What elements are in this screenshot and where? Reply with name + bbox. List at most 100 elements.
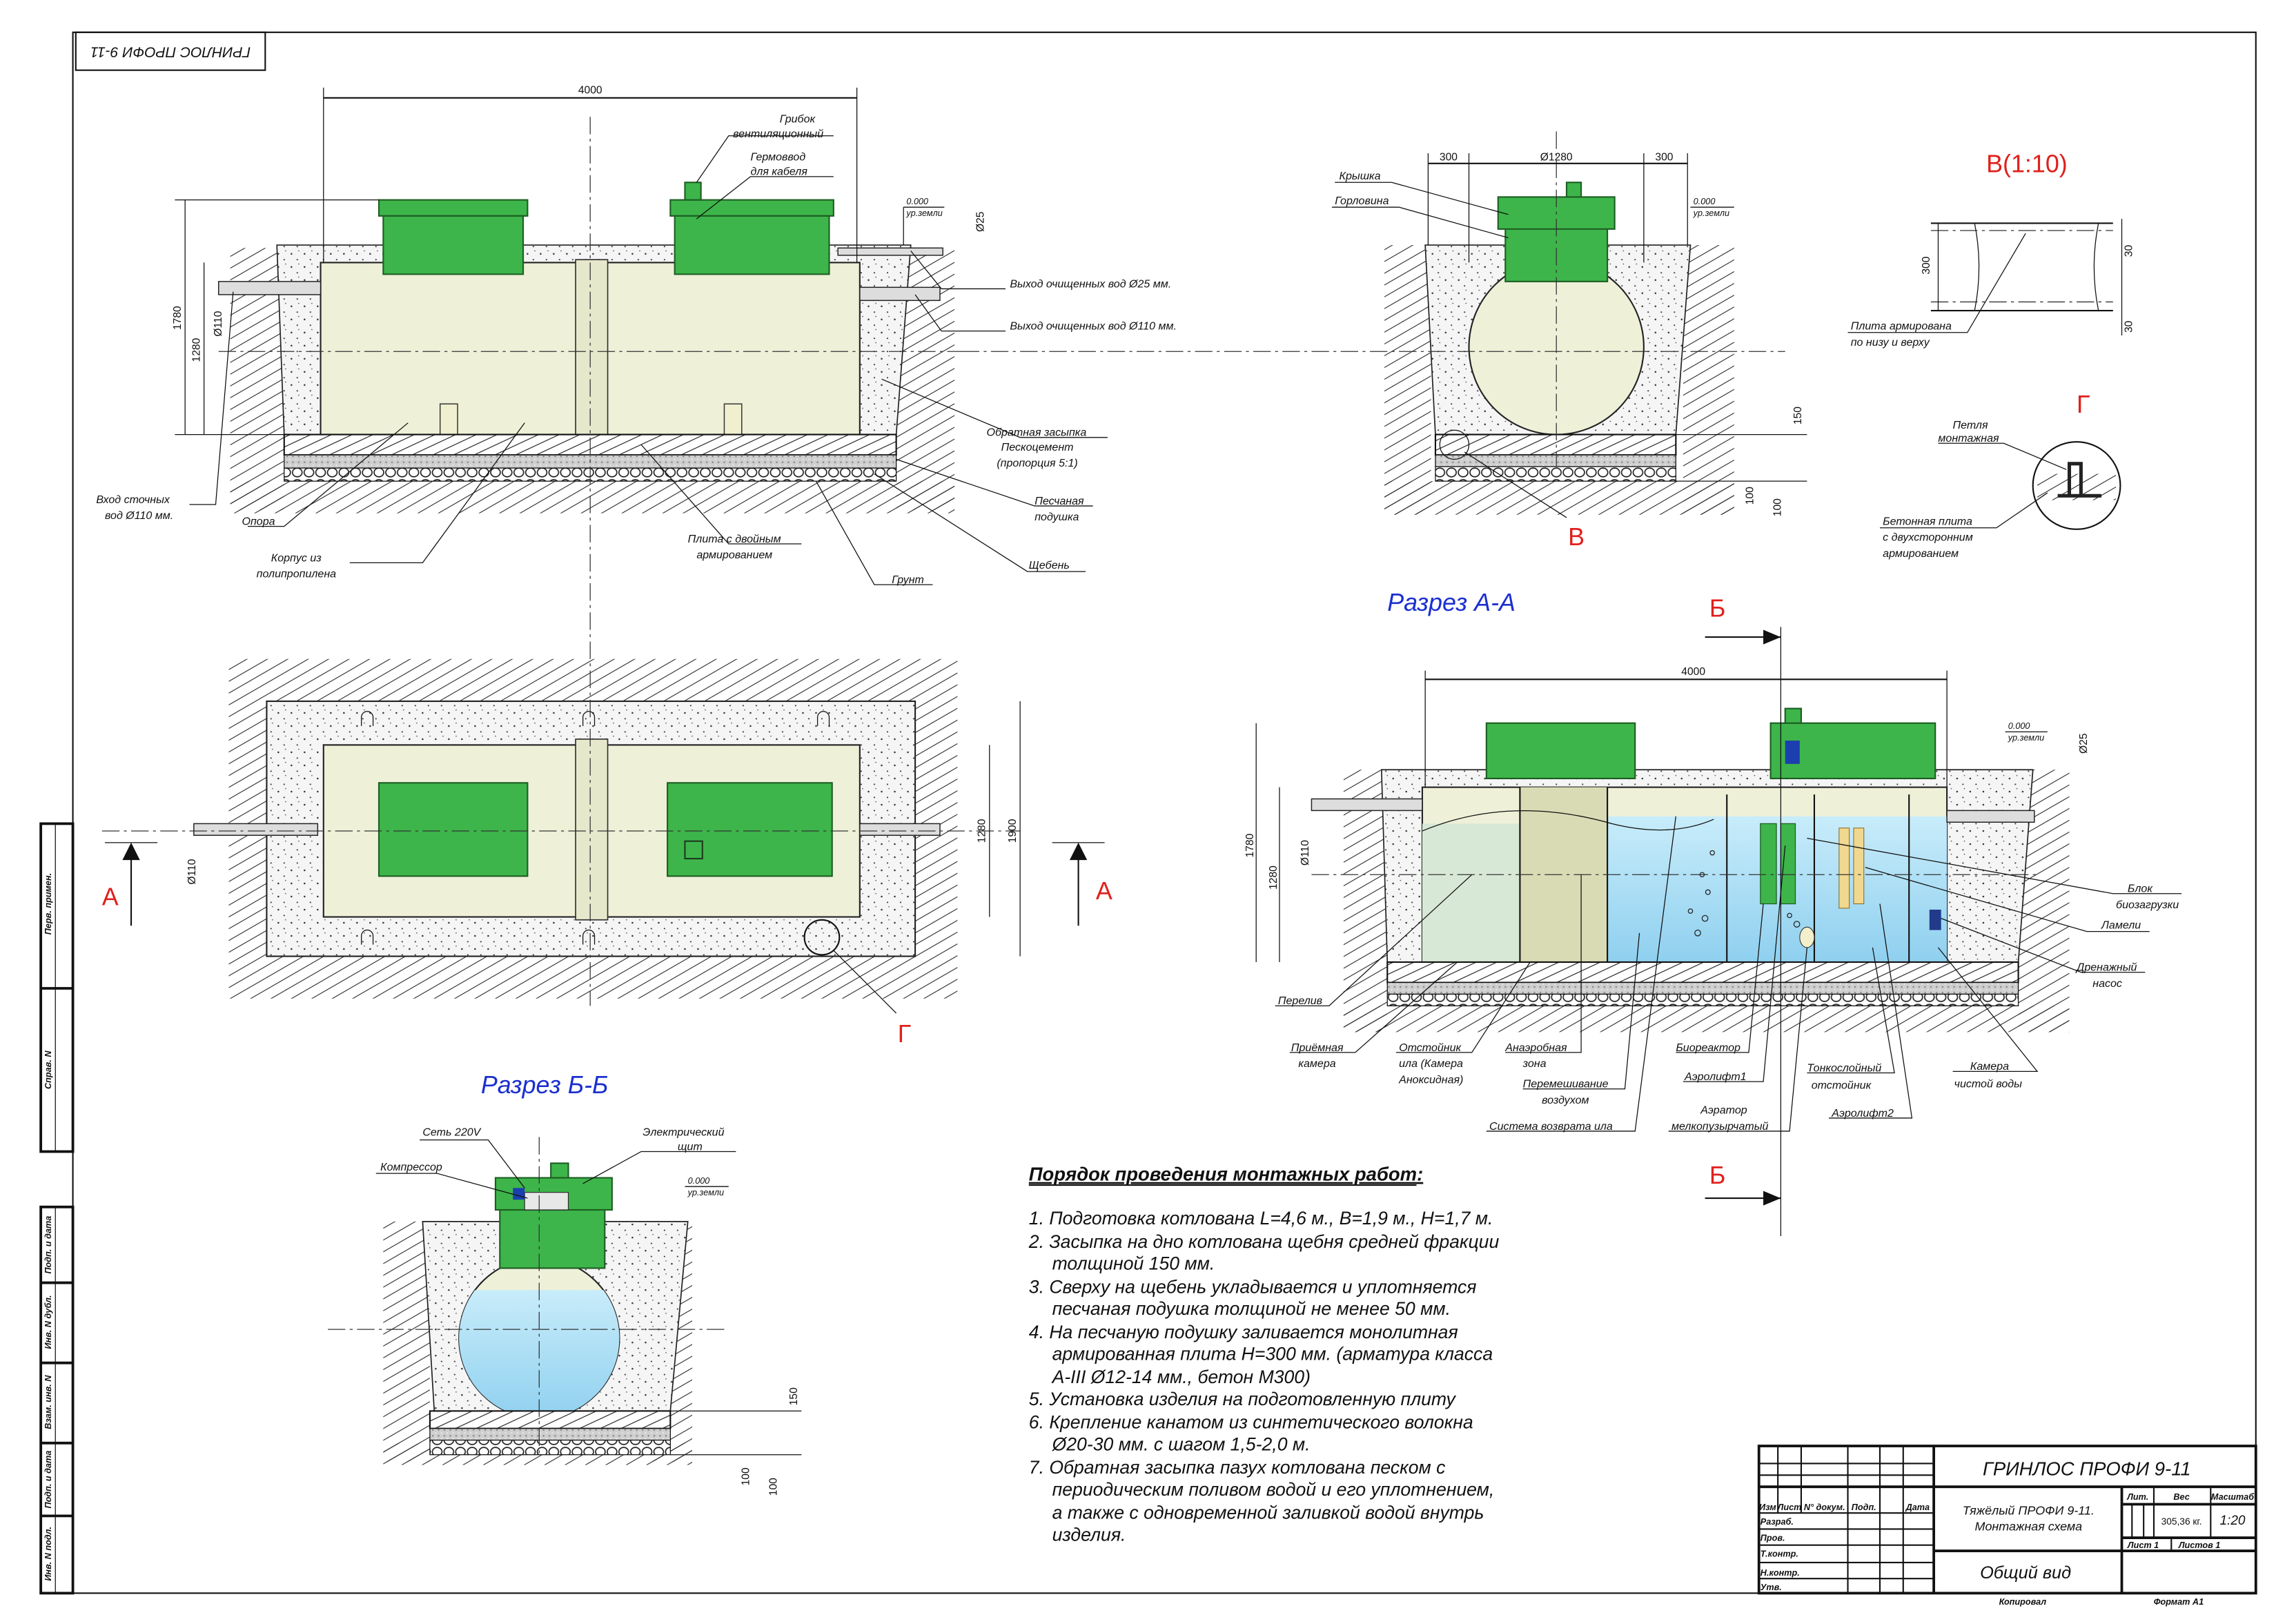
process-section-view: 4000 1780 1280 Ø110 Ø25 0.000 ур.земли Б… — [1244, 595, 2182, 1236]
process-labels-bioreactor-label: Биореактор — [1676, 1041, 1740, 1054]
process-ground_level-label: 0.000 — [2008, 721, 2030, 731]
process-labels-pump_1-label: Дренажный — [2075, 961, 2137, 974]
view_side-labels-gravel-label: Щебень — [1029, 559, 1070, 571]
title_block-roles-4-label: Утв. — [1761, 1583, 1782, 1592]
title_block-weight-label: 305,36 кг. — [2161, 1516, 2202, 1527]
section_aa-lid-label: Крышка — [1340, 170, 1381, 182]
support — [723, 403, 743, 436]
title_block-roles-1-label: Пров. — [1761, 1533, 1785, 1543]
detail-v: В(1:10) 300 30 30 Плита армирована по ни… — [1847, 150, 2135, 349]
view_side-ground_level-label: 0.000 — [906, 197, 928, 206]
process-labels-clean_2-label: чистой воды — [1954, 1078, 2022, 1090]
process-labels-clean_1-label: Камера — [1970, 1060, 2009, 1073]
bioreactor-water — [1607, 816, 1948, 962]
view_side-labels-out25-label: Выход очищенных вод Ø25 мм. — [1010, 277, 1171, 290]
detail_v-label_1-label: Плита армирована — [1851, 320, 1952, 333]
section_bb-panel_1-label: Электрический — [643, 1126, 724, 1138]
process-labels-thin_1-label: Тонкослойный — [1807, 1062, 1881, 1074]
plan-section_mark_right-label: А — [1096, 877, 1112, 905]
detail-g-marker — [803, 919, 841, 956]
lamels — [1838, 828, 1850, 909]
detail_v-dim_30b-label: 30 — [2123, 320, 2135, 333]
vent-mushroom-icon — [1565, 182, 1582, 198]
vent-mushroom-icon — [684, 182, 702, 201]
view_side-labels-inlet_2-label: вод Ø110 мм. — [105, 509, 173, 522]
view_side-labels-inlet_1-label: Вход сточных — [96, 493, 170, 506]
side-strip: Перв. примен. Справ. N Подп. и дата Инв.… — [39, 822, 75, 1595]
title_block-doc_1-label: Тяжёлый ПРОФИ 9-11. — [1963, 1503, 2095, 1517]
view_side-dim_outlet-label: Ø25 — [974, 211, 986, 232]
detail_v-dim_30a-label: 30 — [2123, 245, 2135, 257]
instructions-lines-14-label: изделия. — [1052, 1524, 1126, 1545]
process-mark_bottom-label: Б — [1709, 1162, 1726, 1189]
section_aa-dim_left-label: 300 — [1440, 152, 1458, 164]
detail_v-dim_300-label: 300 — [1921, 256, 1932, 274]
title_block-h_lit-label: Лит. — [2126, 1492, 2148, 1502]
section_aa-title-label: Разрез А-А — [1387, 589, 1516, 616]
detail_g-loop_2-label: монтажная — [1938, 432, 1999, 444]
title_block-cols-3-label: Подп. — [1852, 1503, 1876, 1512]
electric-panel-icon — [513, 1188, 525, 1200]
section_aa-dim_diam-label: Ø1280 — [1540, 152, 1573, 164]
section_bb-dim_100b-label: 100 — [767, 1478, 779, 1496]
lid-plan — [667, 782, 833, 877]
side_strip-3-label: Инв. N дубл. — [43, 1295, 53, 1349]
view_side-labels-sand_2-label: подушка — [1034, 511, 1079, 523]
sheet-stamp: ГРИНЛОС ПРОФИ 9-11 — [75, 31, 266, 71]
title_block-copied-label: Копировал — [1999, 1597, 2047, 1607]
process-labels-aerator_1-label: Аэратор — [1700, 1104, 1747, 1117]
section_bb-ground_label-label: ур.земли — [687, 1188, 724, 1197]
process-labels-bio_1-label: Блок — [2128, 883, 2153, 895]
title_block-sheets-label: Листов 1 — [2178, 1540, 2220, 1550]
view_side-labels-slab_1-label: Плита с двойным — [688, 533, 781, 545]
view_side-labels-backfill_2-label: Пескоцемент — [1001, 441, 1074, 453]
instructions-lines-8-label: 5. Установка изделия на подготовленную п… — [1029, 1389, 1457, 1409]
section-bb-view: Сеть 220V Компрессор Электрический щит 0… — [328, 1126, 802, 1496]
instructions-lines-10-label: Ø20-30 мм. с шагом 1,5-2,0 м. — [1052, 1434, 1311, 1454]
title_block-cols-2-label: N° докум. — [1804, 1503, 1845, 1512]
instructions-title-label: Порядок проведения монтажных работ: — [1029, 1164, 1423, 1185]
side-elevation-view: 4000 1780 1280 Ø110 Ø25 0.000 ур.земли Г… — [96, 84, 1177, 642]
lid — [669, 199, 834, 217]
leader-lines — [189, 135, 1108, 585]
control-unit-icon — [1785, 741, 1800, 764]
title_block-view-label: Общий вид — [1980, 1563, 2071, 1583]
section_aa-ground_label-label: ур.земли — [1693, 208, 1729, 218]
title_block-h_weight-label: Вес — [2173, 1492, 2189, 1502]
process-labels-anaer_1-label: Анаэробная — [1504, 1041, 1567, 1054]
plan-dim_pit-label: 1900 — [1007, 819, 1019, 843]
view_side-dim_length-label: 4000 — [578, 84, 602, 96]
section_aa-dim_right-label: 300 — [1655, 152, 1673, 164]
process-labels-anaer_2-label: зона — [1522, 1057, 1547, 1070]
view_side-labels-body_2-label: полипропилена — [257, 568, 337, 580]
view_side-dim_body-label: 1280 — [190, 337, 202, 362]
section_aa-dim_150-label: 150 — [1792, 407, 1804, 424]
title_block-cols-4-label: Дата — [1905, 1503, 1930, 1512]
process-leader-lines — [1275, 816, 2182, 1132]
instructions-lines-12-label: периодическим поливом водой и его уплотн… — [1052, 1479, 1495, 1500]
view_side-labels-body_1-label: Корпус из — [271, 551, 322, 564]
sludge-chamber — [1520, 787, 1608, 962]
lifting-loop-icons — [361, 711, 830, 945]
sheet_stamp-label: ГРИНЛОС ПРОФИ 9-11 — [90, 44, 251, 60]
process-labels-recv_2-label: камера — [1298, 1057, 1335, 1070]
instructions-lines-3-label: 3. Сверху на щебень укладывается и уплот… — [1029, 1276, 1477, 1297]
process-labels-thin_2-label: отстойник — [1812, 1079, 1872, 1092]
title_block-product-label: ГРИНЛОС ПРОФИ 9-11 — [1983, 1458, 2191, 1479]
partition — [575, 259, 609, 436]
side_strip-1-label: Справ. N — [43, 1050, 53, 1089]
compressor-icon — [524, 1191, 569, 1211]
process-labels-recv_1-label: Приёмная — [1291, 1041, 1344, 1054]
process-labels-aerator_2-label: мелкопузырчатый — [1671, 1120, 1769, 1133]
section_bb-compressor-label: Компрессор — [380, 1161, 442, 1173]
side_strip-5-label: Подп. и дата — [43, 1451, 53, 1509]
detail-v-marker — [1439, 429, 1470, 460]
instructions-lines-11-label: 7. Обратная засыпка пазух котлована песк… — [1029, 1457, 1446, 1478]
title_block-h_scale-label: Масштаб — [2211, 1492, 2255, 1502]
view_side-labels-support-label: Опора — [242, 516, 275, 528]
detail_v-label_2-label: по низу и верху — [1851, 336, 1930, 349]
section_aa-dim_100b-label: 100 — [1772, 498, 1783, 516]
support — [439, 403, 458, 436]
section_aa-ground_level-label: 0.000 — [1694, 197, 1716, 206]
aerator-icon — [1799, 926, 1815, 948]
